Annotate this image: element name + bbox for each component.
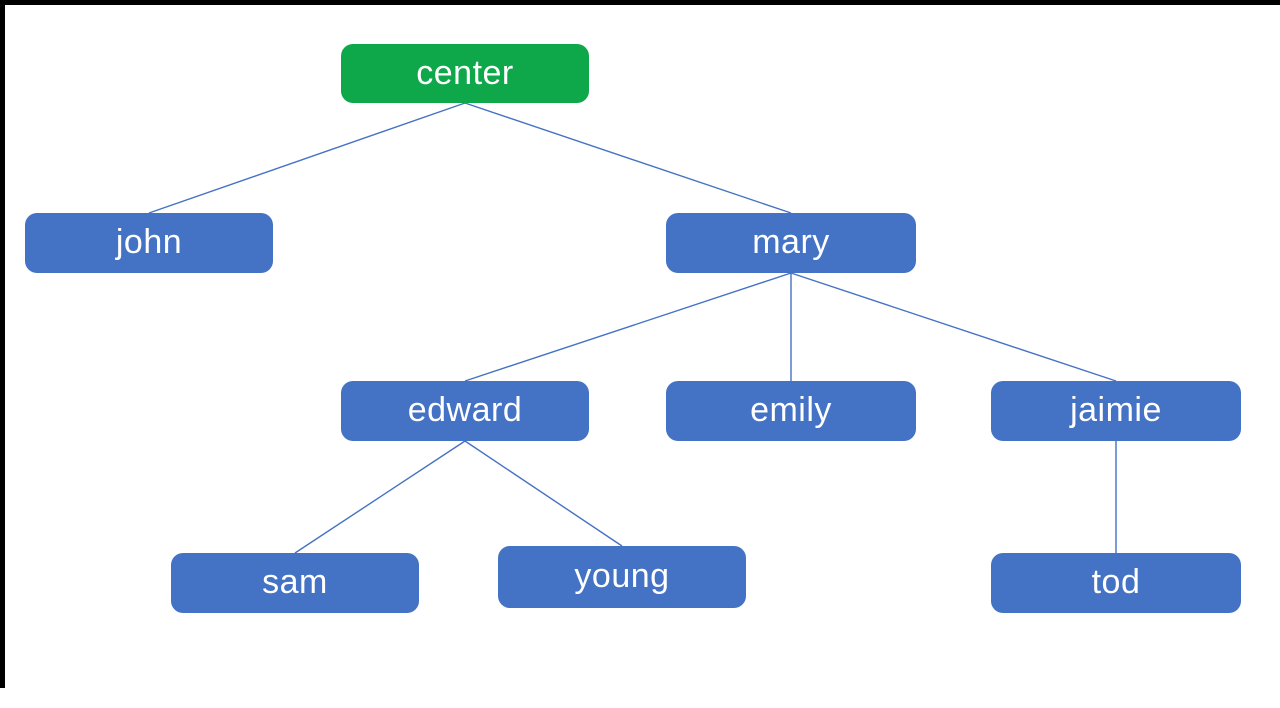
connector-center-john — [148, 102, 466, 214]
node-label: sam — [262, 563, 328, 601]
frame-top-border — [0, 0, 1280, 5]
node-sam: sam — [171, 553, 419, 613]
connector-edward-young — [464, 440, 623, 547]
node-label: emily — [750, 391, 832, 429]
frame-left-border — [0, 0, 5, 688]
node-center: center — [341, 44, 589, 103]
connector-mary-edward — [464, 272, 792, 382]
node-label: john — [115, 223, 183, 261]
node-label: center — [416, 53, 514, 92]
node-label: tod — [1091, 563, 1141, 601]
node-label: edward — [407, 391, 523, 429]
connector-mary-jaimie — [790, 272, 1117, 382]
node-label: mary — [752, 223, 830, 261]
node-label: young — [574, 557, 670, 595]
connector-edward-sam — [294, 440, 466, 554]
node-young: young — [498, 546, 746, 608]
connector-center-mary — [464, 102, 792, 214]
node-john: john — [25, 213, 273, 273]
node-tod: tod — [991, 553, 1241, 613]
node-edward: edward — [341, 381, 589, 441]
node-mary: mary — [666, 213, 916, 273]
node-emily: emily — [666, 381, 916, 441]
node-label: jaimie — [1070, 391, 1162, 429]
node-jaimie: jaimie — [991, 381, 1241, 441]
